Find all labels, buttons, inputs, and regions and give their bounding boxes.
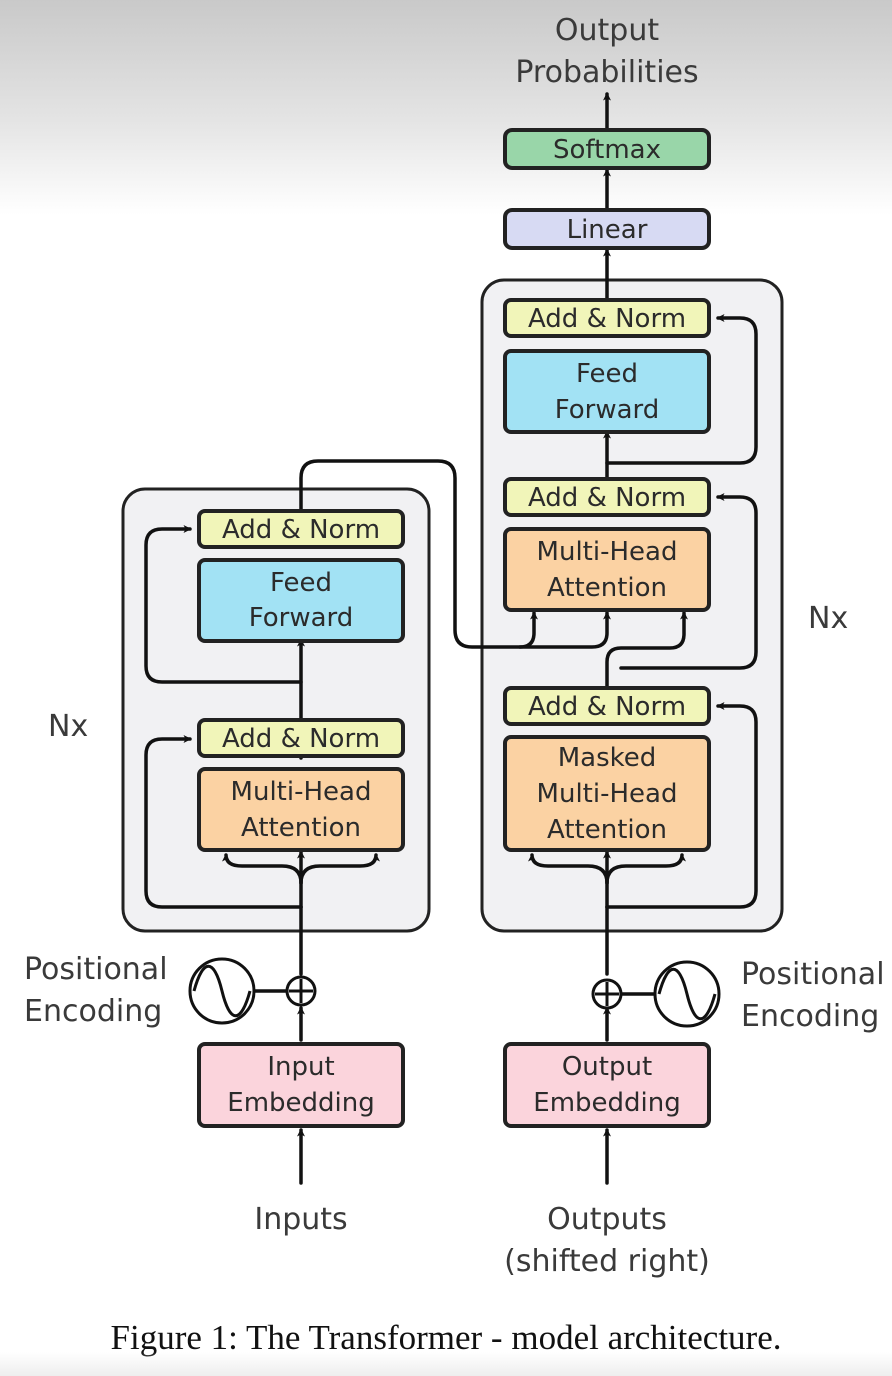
encoder-feed-forward-label-1: Feed [270, 568, 332, 598]
encoder-add-norm-top-label: Add & Norm [222, 515, 380, 545]
decoder-attention-box [503, 527, 711, 612]
connections [144, 92, 758, 1185]
decoder-add-norm-mid-box [503, 477, 711, 517]
decoder-positional-label-2: Encoding [741, 999, 879, 1034]
decoder-masked-attention-label-3: Attention [547, 815, 667, 845]
decoder-feed-forward-label-2: Forward [555, 395, 660, 425]
encoder-positional-label-1: Positional [24, 952, 168, 987]
decoder-add-norm-bottom-box [503, 686, 711, 726]
encoder-feed-forward-box [197, 558, 405, 643]
input-embedding-box [197, 1042, 405, 1128]
decoder-masked-attention-label-1: Masked [558, 743, 657, 773]
inputs-label: Inputs [254, 1202, 347, 1237]
encoder-attention-label-2: Attention [241, 813, 361, 843]
encoder-feed-forward-label-2: Forward [249, 603, 354, 633]
decoder-add-norm-bottom-label: Add & Norm [528, 692, 686, 722]
blocks [197, 128, 711, 1128]
output-probabilities-label-1: Output [555, 13, 659, 48]
softmax-label: Softmax [553, 135, 661, 165]
caption-fade [0, 1352, 892, 1376]
encoder-add-norm-top-box [197, 509, 405, 549]
encoder-add-icon [285, 975, 317, 1007]
decoder-positional-label-1: Positional [741, 957, 885, 992]
encoder-add-norm-bottom-box [197, 718, 405, 758]
watermark-logo [848, 2, 892, 42]
decoder-add-norm-top-box [503, 298, 711, 338]
decoder-feed-forward-label-1: Feed [576, 359, 638, 389]
encoder-repeat-label: Nx [48, 709, 88, 744]
output-embedding-box [503, 1042, 711, 1128]
figure-caption: Figure 1: The Transformer - model archit… [110, 1318, 782, 1357]
softmax-box [503, 128, 711, 170]
encoder-positional-sine-icon [188, 957, 256, 1025]
outputs-label-1: Outputs [547, 1202, 667, 1237]
decoder-attention-label-2: Attention [547, 573, 667, 603]
encoder-attention-label-1: Multi-Head [231, 777, 372, 807]
input-embedding-label-1: Input [267, 1052, 334, 1082]
decoder-positional-sine-icon [653, 960, 721, 1028]
encoder-attention-box [197, 767, 405, 852]
output-embedding-label-2: Embedding [533, 1088, 680, 1118]
output-embedding-label-1: Output [562, 1052, 652, 1082]
decoder-add-norm-mid-label: Add & Norm [528, 483, 686, 513]
decoder-repeat-label: Nx [808, 601, 848, 636]
decoder-attention-label-1: Multi-Head [537, 537, 678, 567]
input-embedding-label-2: Embedding [227, 1088, 374, 1118]
encoder-positional-label-2: Encoding [24, 994, 162, 1029]
decoder-feed-forward-box [503, 349, 711, 434]
linear-box [503, 208, 711, 250]
linear-label: Linear [567, 215, 648, 245]
outputs-label-2: (shifted right) [504, 1244, 710, 1279]
encoder-add-norm-bottom-label: Add & Norm [222, 724, 380, 754]
decoder-add-icon [591, 978, 623, 1010]
decoder-add-norm-top-label: Add & Norm [528, 304, 686, 334]
output-probabilities-label-2: Probabilities [515, 55, 698, 90]
decoder-masked-attention-box [503, 735, 711, 852]
decoder-masked-attention-label-2: Multi-Head [537, 779, 678, 809]
